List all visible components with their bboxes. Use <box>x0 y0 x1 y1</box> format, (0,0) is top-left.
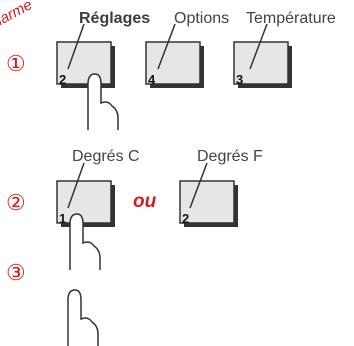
label-options: Options <box>174 10 230 27</box>
key-degres-c <box>56 162 115 227</box>
finger-press-icon-1 <box>87 73 119 130</box>
key-number-3: 3 <box>236 72 244 87</box>
finger-press-icon-3 <box>67 289 99 346</box>
label-temperature: Température <box>246 10 336 27</box>
key-temperature <box>233 23 292 88</box>
label-reglages: Réglages <box>79 10 151 27</box>
key-number-4: 4 <box>148 72 156 87</box>
step-3-marker: ③ <box>6 260 26 285</box>
label-degres-c: Degrés C <box>72 148 140 165</box>
key-options <box>145 23 204 88</box>
step-2-marker: ② <box>6 190 26 215</box>
finger-press-icon-2 <box>69 213 101 270</box>
step-1-marker: ① <box>6 51 26 76</box>
or-connector: ou <box>133 191 157 212</box>
key-number-1: 1 <box>59 211 67 226</box>
key-number-2: 2 <box>59 72 67 87</box>
key-degres-f <box>179 162 238 227</box>
key-reglages <box>56 23 115 88</box>
label-degres-f: Degrés F <box>197 148 263 165</box>
key-number-2b: 2 <box>182 211 190 226</box>
